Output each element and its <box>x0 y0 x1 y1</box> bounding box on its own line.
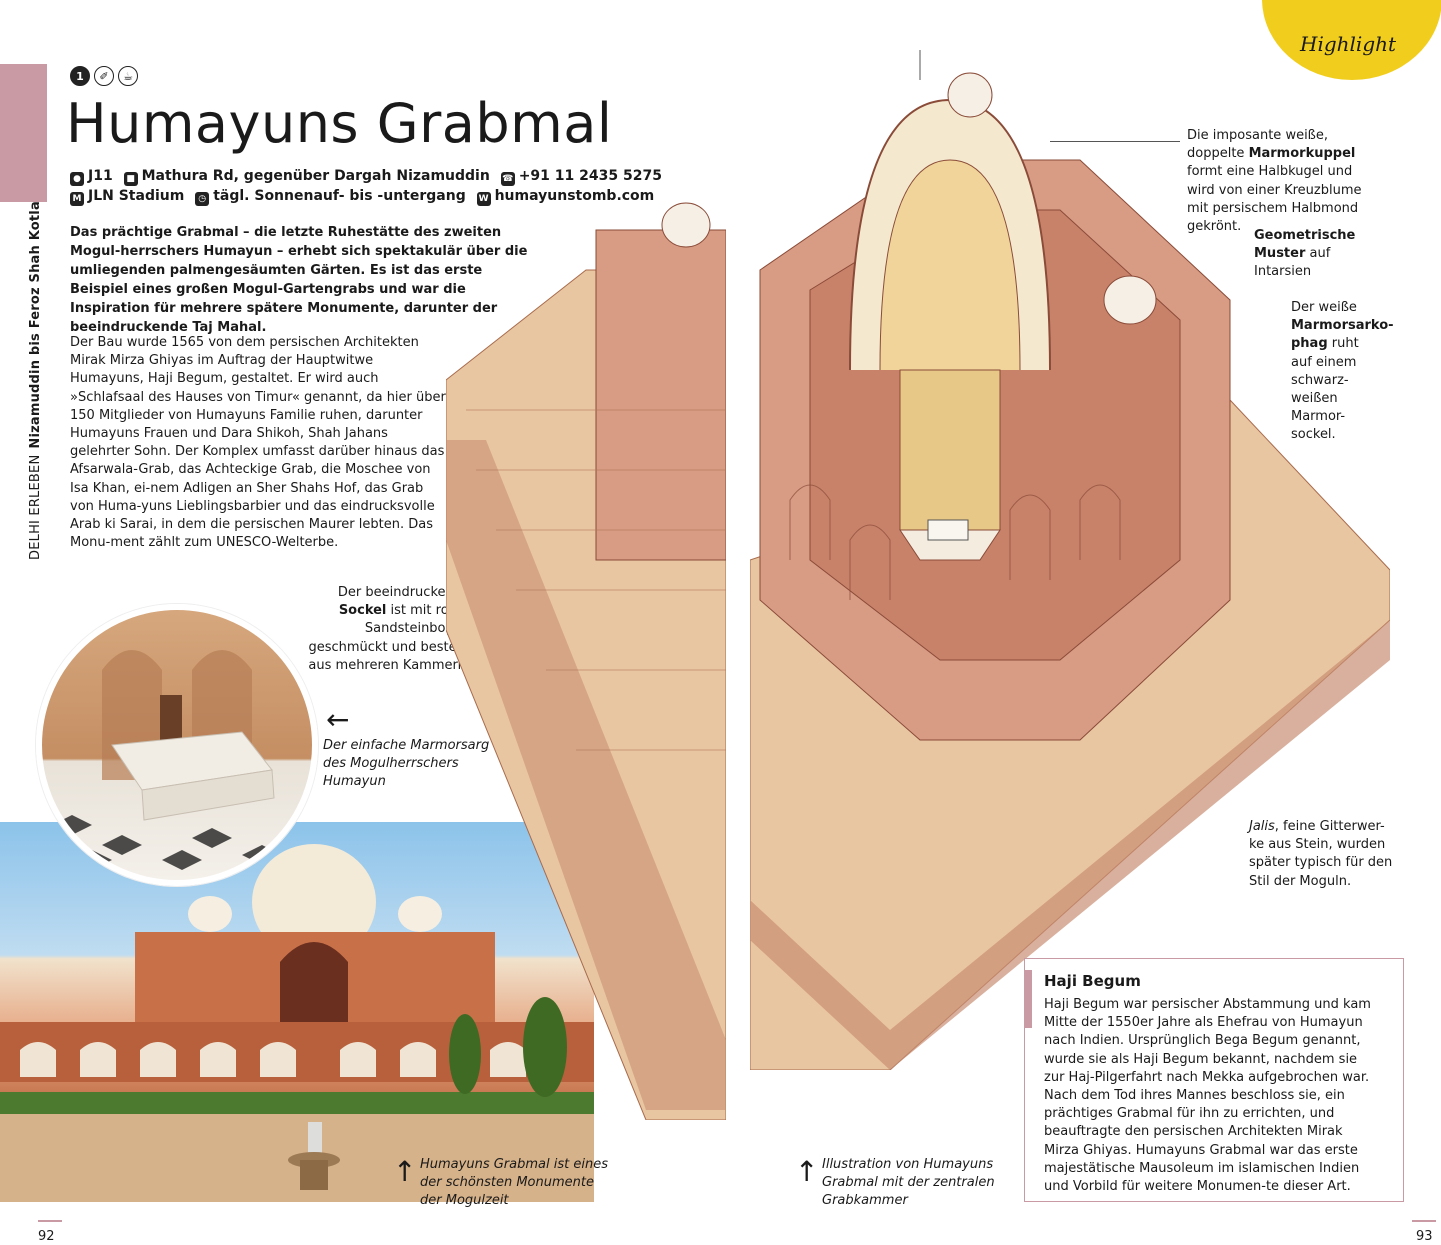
info-box-title: Haji Begum <box>1044 972 1141 990</box>
info-block: ● J11 ■Mathura Rd, gegenüber Dargah Nizam… <box>70 166 662 206</box>
phone-icon: ☎ <box>500 172 515 186</box>
caption-illustration: Illustration von Humayuns Grabmal mit de… <box>822 1157 995 1209</box>
address: Mathura Rd, gegenüber Dargah Nizamuddin <box>141 168 490 184</box>
arrow-up-icon: ↑ <box>393 1155 417 1188</box>
body-paragraph: Der Bau wurde 1565 von dem persischen Ar… <box>70 335 446 551</box>
clock-icon: ◷ <box>195 192 210 206</box>
page-title: Humayuns Grabmal <box>66 92 613 155</box>
web-icon: W <box>476 192 491 206</box>
info-box-text: Haji Begum war persischer Abstammung und… <box>1044 997 1371 1195</box>
illustration-left <box>445 110 727 1121</box>
map-grid: J11 <box>88 168 113 184</box>
arrow-up-icon: ↑ <box>795 1155 819 1188</box>
section-tab <box>0 64 47 202</box>
cafe-icon: ☕ <box>118 66 138 86</box>
rating-icons: 1 ✐ ☕ <box>70 66 138 86</box>
caption-kuppel: Die imposante weiße, doppelte Marmorkupp… <box>1187 128 1362 235</box>
caption-sarkophag: Der weiße Marmorsarko-phag ruht auf eine… <box>1291 300 1394 443</box>
address-icon: ■ <box>123 172 138 186</box>
phone: +91 11 2435 5275 <box>518 168 662 184</box>
caption-photo: Humayuns Grabmal ist eines der schönsten… <box>420 1157 608 1209</box>
page-rule-left <box>38 1220 62 1222</box>
illustration-right <box>749 40 1391 1071</box>
caption-muster: Geometrische Muster auf Intarsien <box>1254 228 1356 280</box>
lead-paragraph: Das prächtige Grabmal – die letzte Ruhes… <box>70 225 528 335</box>
info-box <box>1024 958 1404 1202</box>
hours: tägl. Sonnenauf- bis -untergang <box>213 188 466 204</box>
map-pin-icon: ● <box>70 172 84 186</box>
ticket-icon: ✐ <box>94 66 114 86</box>
sarcophagus-photo <box>36 604 318 886</box>
page-rule-right <box>1412 1220 1436 1222</box>
caption-jalis: Jalis, feine Gitterwer-ke aus Stein, wur… <box>1249 819 1393 889</box>
metro-icon: M <box>70 192 84 206</box>
page-number-right: 93 <box>1416 1229 1433 1244</box>
section-label: DELHI ERLEBENNizamuddin bis Feroz Shah K… <box>28 201 43 560</box>
rank-number: 1 <box>70 66 90 86</box>
caption-sockel: Der beeindruckende Sockel ist mit roten … <box>308 585 470 673</box>
highlight-label: Highlight <box>1300 32 1397 56</box>
tomb-photo <box>0 822 594 1202</box>
website: humayunstomb.com <box>494 188 655 204</box>
info-box-accent <box>1024 970 1032 1028</box>
page-number-left: 92 <box>38 1229 55 1244</box>
leader-line <box>1050 141 1180 142</box>
caption-sarg: Der einfache Marmorsarg des Mogulherrsch… <box>323 738 490 790</box>
arrow-left-icon: ← <box>326 703 350 736</box>
metro: JLN Stadium <box>88 188 185 204</box>
